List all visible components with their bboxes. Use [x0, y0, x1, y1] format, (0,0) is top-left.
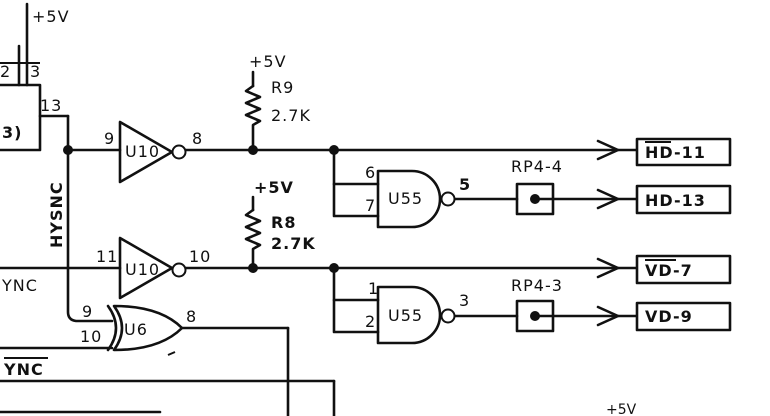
left-ic: 2 3 13 3): [0, 2, 70, 152]
u10-top-label: U10: [125, 142, 160, 161]
left-ic-fragment-label: 3): [2, 123, 22, 142]
power-label-bottom-right: +5V: [606, 402, 637, 416]
u10-bottom-pin-out: 10: [189, 247, 211, 266]
r9-value: 2.7K: [271, 106, 311, 125]
ync-net-label: YNC: [1, 276, 38, 295]
vd9-output-box: [635, 301, 732, 332]
hd13-output-box: [635, 184, 732, 215]
u55-bottom-pin-a: 1: [368, 279, 379, 298]
r8-name: R8: [271, 213, 296, 232]
u55-top-label: U55: [388, 189, 423, 208]
u6-pin-b: 10: [80, 327, 102, 346]
r8-resistor: R8 2.7K: [244, 195, 316, 273]
u55-top-pin-b: 7: [365, 196, 376, 215]
rp4-4-resistor-pack: RP4-4: [511, 157, 638, 216]
rp4-4-label: RP4-4: [511, 157, 563, 176]
u10-top-pin-out: 8: [192, 129, 203, 148]
hd11-output-label: HD-11: [645, 143, 706, 162]
r9-resistor: +5V R9 2.7K: [244, 52, 311, 155]
r8-value: 2.7K: [271, 234, 316, 253]
u55-bottom-pin-b: 2: [365, 312, 376, 331]
u10-top-inverter: 9 U10 8: [104, 120, 332, 184]
u10-bottom-label: U10: [125, 260, 160, 279]
vd7-output-box: [635, 254, 732, 285]
hysnc-net-label: HYSNC: [47, 181, 66, 248]
vd9-output-label: VD-9: [645, 307, 693, 326]
power-label-r9: +5V: [249, 52, 287, 71]
hd13-arrow: [596, 188, 620, 210]
u6-gate: 9 10 U6 8: [80, 302, 290, 416]
left-ic-pin-3: 3: [30, 62, 41, 81]
rp4-3-label: RP4-3: [511, 276, 563, 295]
u55-top-pin-a: 6: [365, 163, 376, 182]
u55-top-pin-out: 5: [459, 175, 471, 194]
power-label-top-left: +5V: [32, 7, 70, 26]
power-label-r8: +5V: [254, 178, 294, 197]
vd9-arrow: [596, 305, 620, 327]
u55-bottom-label: U55: [388, 306, 423, 325]
hd13-output-label: HD-13: [645, 191, 706, 210]
u6-pin-out: 8: [186, 307, 197, 326]
u10-bottom-pin-in: 11: [96, 247, 118, 266]
r9-name: R9: [271, 78, 294, 97]
u10-bottom-inverter: 11 U10 10: [96, 236, 332, 300]
u55-bottom-nand: 1 2 U55 3: [365, 279, 519, 345]
hd11-output-box: [635, 137, 732, 167]
r9-junction: [248, 145, 258, 155]
left-ic-pin-13: 13: [40, 96, 62, 115]
u55-bottom-pin-out: 3: [459, 291, 470, 310]
u10-top-pin-in: 9: [104, 129, 115, 148]
vd7-arrow: [596, 257, 620, 279]
hd11-arrow: [596, 139, 620, 161]
u6-label: U6: [124, 320, 148, 339]
left-ic-pin-2: 2: [0, 62, 11, 81]
u6-pin-a: 9: [82, 302, 93, 321]
hysnc-wire: [66, 114, 114, 323]
u55-top-nand: 6 7 U55 5: [365, 163, 519, 229]
ync-bar-net-label: YNC: [3, 360, 44, 379]
rp4-3-resistor-pack: RP4-3: [511, 276, 638, 333]
vd7-output-label: VD-7: [645, 261, 693, 280]
